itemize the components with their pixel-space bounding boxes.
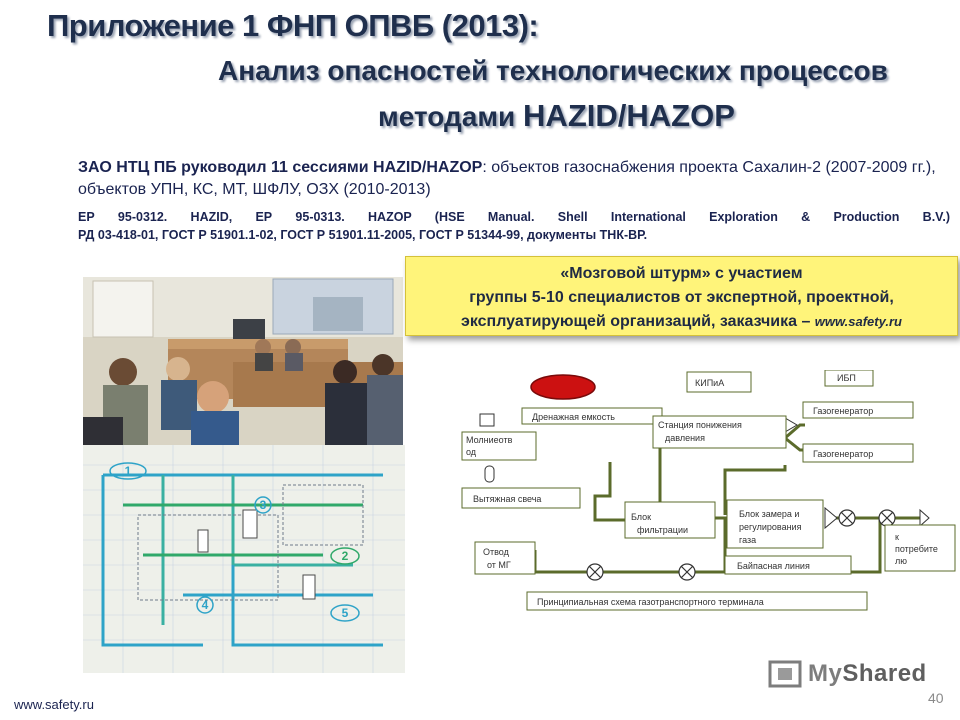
brainstorm-callout: «Мозговой штурм» с участием группы 5-10 … [405, 256, 958, 336]
label-meter-2: регулирования [739, 522, 802, 532]
meeting-photo [83, 277, 403, 445]
myshared-logo [768, 658, 928, 692]
label-meter-3: газа [739, 535, 756, 545]
scheme-marker-4: 4 [202, 598, 209, 612]
page-number: 40 [928, 690, 944, 706]
scheme-marker-5: 5 [342, 606, 349, 620]
references-line2: РД 03-418-01, ГОСТ Р 51901.1-02, ГОСТ Р … [78, 228, 648, 242]
diagram-caption: Принципиальная схема газотранспортного т… [537, 597, 764, 607]
label-bypass: Байпасная линия [737, 561, 810, 571]
label-gasgen-1: Газогенератор [813, 406, 873, 416]
title-prefix: методами [378, 101, 524, 132]
scheme-marker-1: 1 [125, 464, 132, 478]
label-lightning-2: од [466, 447, 477, 457]
scheme-marker-3: 3 [260, 498, 267, 512]
gas-terminal-diagram: КИПиА ИБП Дренажная емкость Станция пони… [455, 369, 960, 621]
scheme-marker-2: 2 [342, 549, 349, 563]
label-consumer-3: лю [895, 556, 907, 566]
red-tank-icon [530, 374, 596, 400]
callout-url[interactable]: www.safety.ru [814, 314, 902, 329]
myshared-logo-text: MyShared [808, 660, 927, 687]
slide-title-line3: методами HAZID/HAZOP [378, 98, 735, 134]
label-station-2: давления [665, 433, 705, 443]
slide-title-line2: Анализ опасностей технологических процес… [218, 55, 888, 86]
label-gasgen-2: Газогенератор [813, 449, 873, 459]
label-meter-1: Блок замера и [739, 509, 799, 519]
intro-rest: : объектов газоснабжения проекта Сахалин… [78, 159, 936, 198]
label-drain-tank: Дренажная емкость [532, 412, 615, 422]
footer-url[interactable]: www.safety.ru [14, 697, 94, 712]
label-kipia: КИПиА [695, 378, 724, 388]
label-lightning-1: Молниеотв [466, 435, 513, 445]
callout-line1: «Мозговой штурм» с участием [560, 265, 803, 282]
technical-scheme-image: 1 2 3 4 5 [83, 445, 405, 673]
callout-line3: эксплуатирующей организаций, заказчика –… [461, 313, 902, 330]
callout-line2: группы 5-10 специалистов от экспертной, … [469, 289, 894, 306]
label-consumer-2: потребите [895, 544, 938, 554]
label-vent-stack: Вытяжная свеча [473, 494, 541, 504]
label-consumer-1: к [895, 532, 899, 542]
references-line1: ЕР 95-0312. HAZID, ЕР 95-0313. HAZOP (HS… [78, 210, 950, 224]
intro-paragraph: ЗАО НТЦ ПБ руководил 11 сессиями HAZID/H… [78, 157, 958, 201]
label-branch-2: от МГ [487, 560, 511, 570]
label-filter-1: Блок [631, 512, 651, 522]
label-station-1: Станция понижения [658, 420, 742, 430]
label-filter-2: фильтрации [637, 525, 688, 535]
label-ibp: ИБП [837, 373, 856, 383]
references-paragraph: ЕР 95-0312. HAZID, ЕР 95-0313. HAZOP (HS… [78, 208, 950, 244]
intro-bold: ЗАО НТЦ ПБ руководил 11 сессиями HAZID/H… [78, 159, 483, 176]
title-method: HAZID/HAZOP [523, 98, 735, 133]
slide-title-line1: Приложение 1 ФНП ОПВБ (2013): [47, 8, 539, 43]
label-branch-1: Отвод [483, 547, 510, 557]
